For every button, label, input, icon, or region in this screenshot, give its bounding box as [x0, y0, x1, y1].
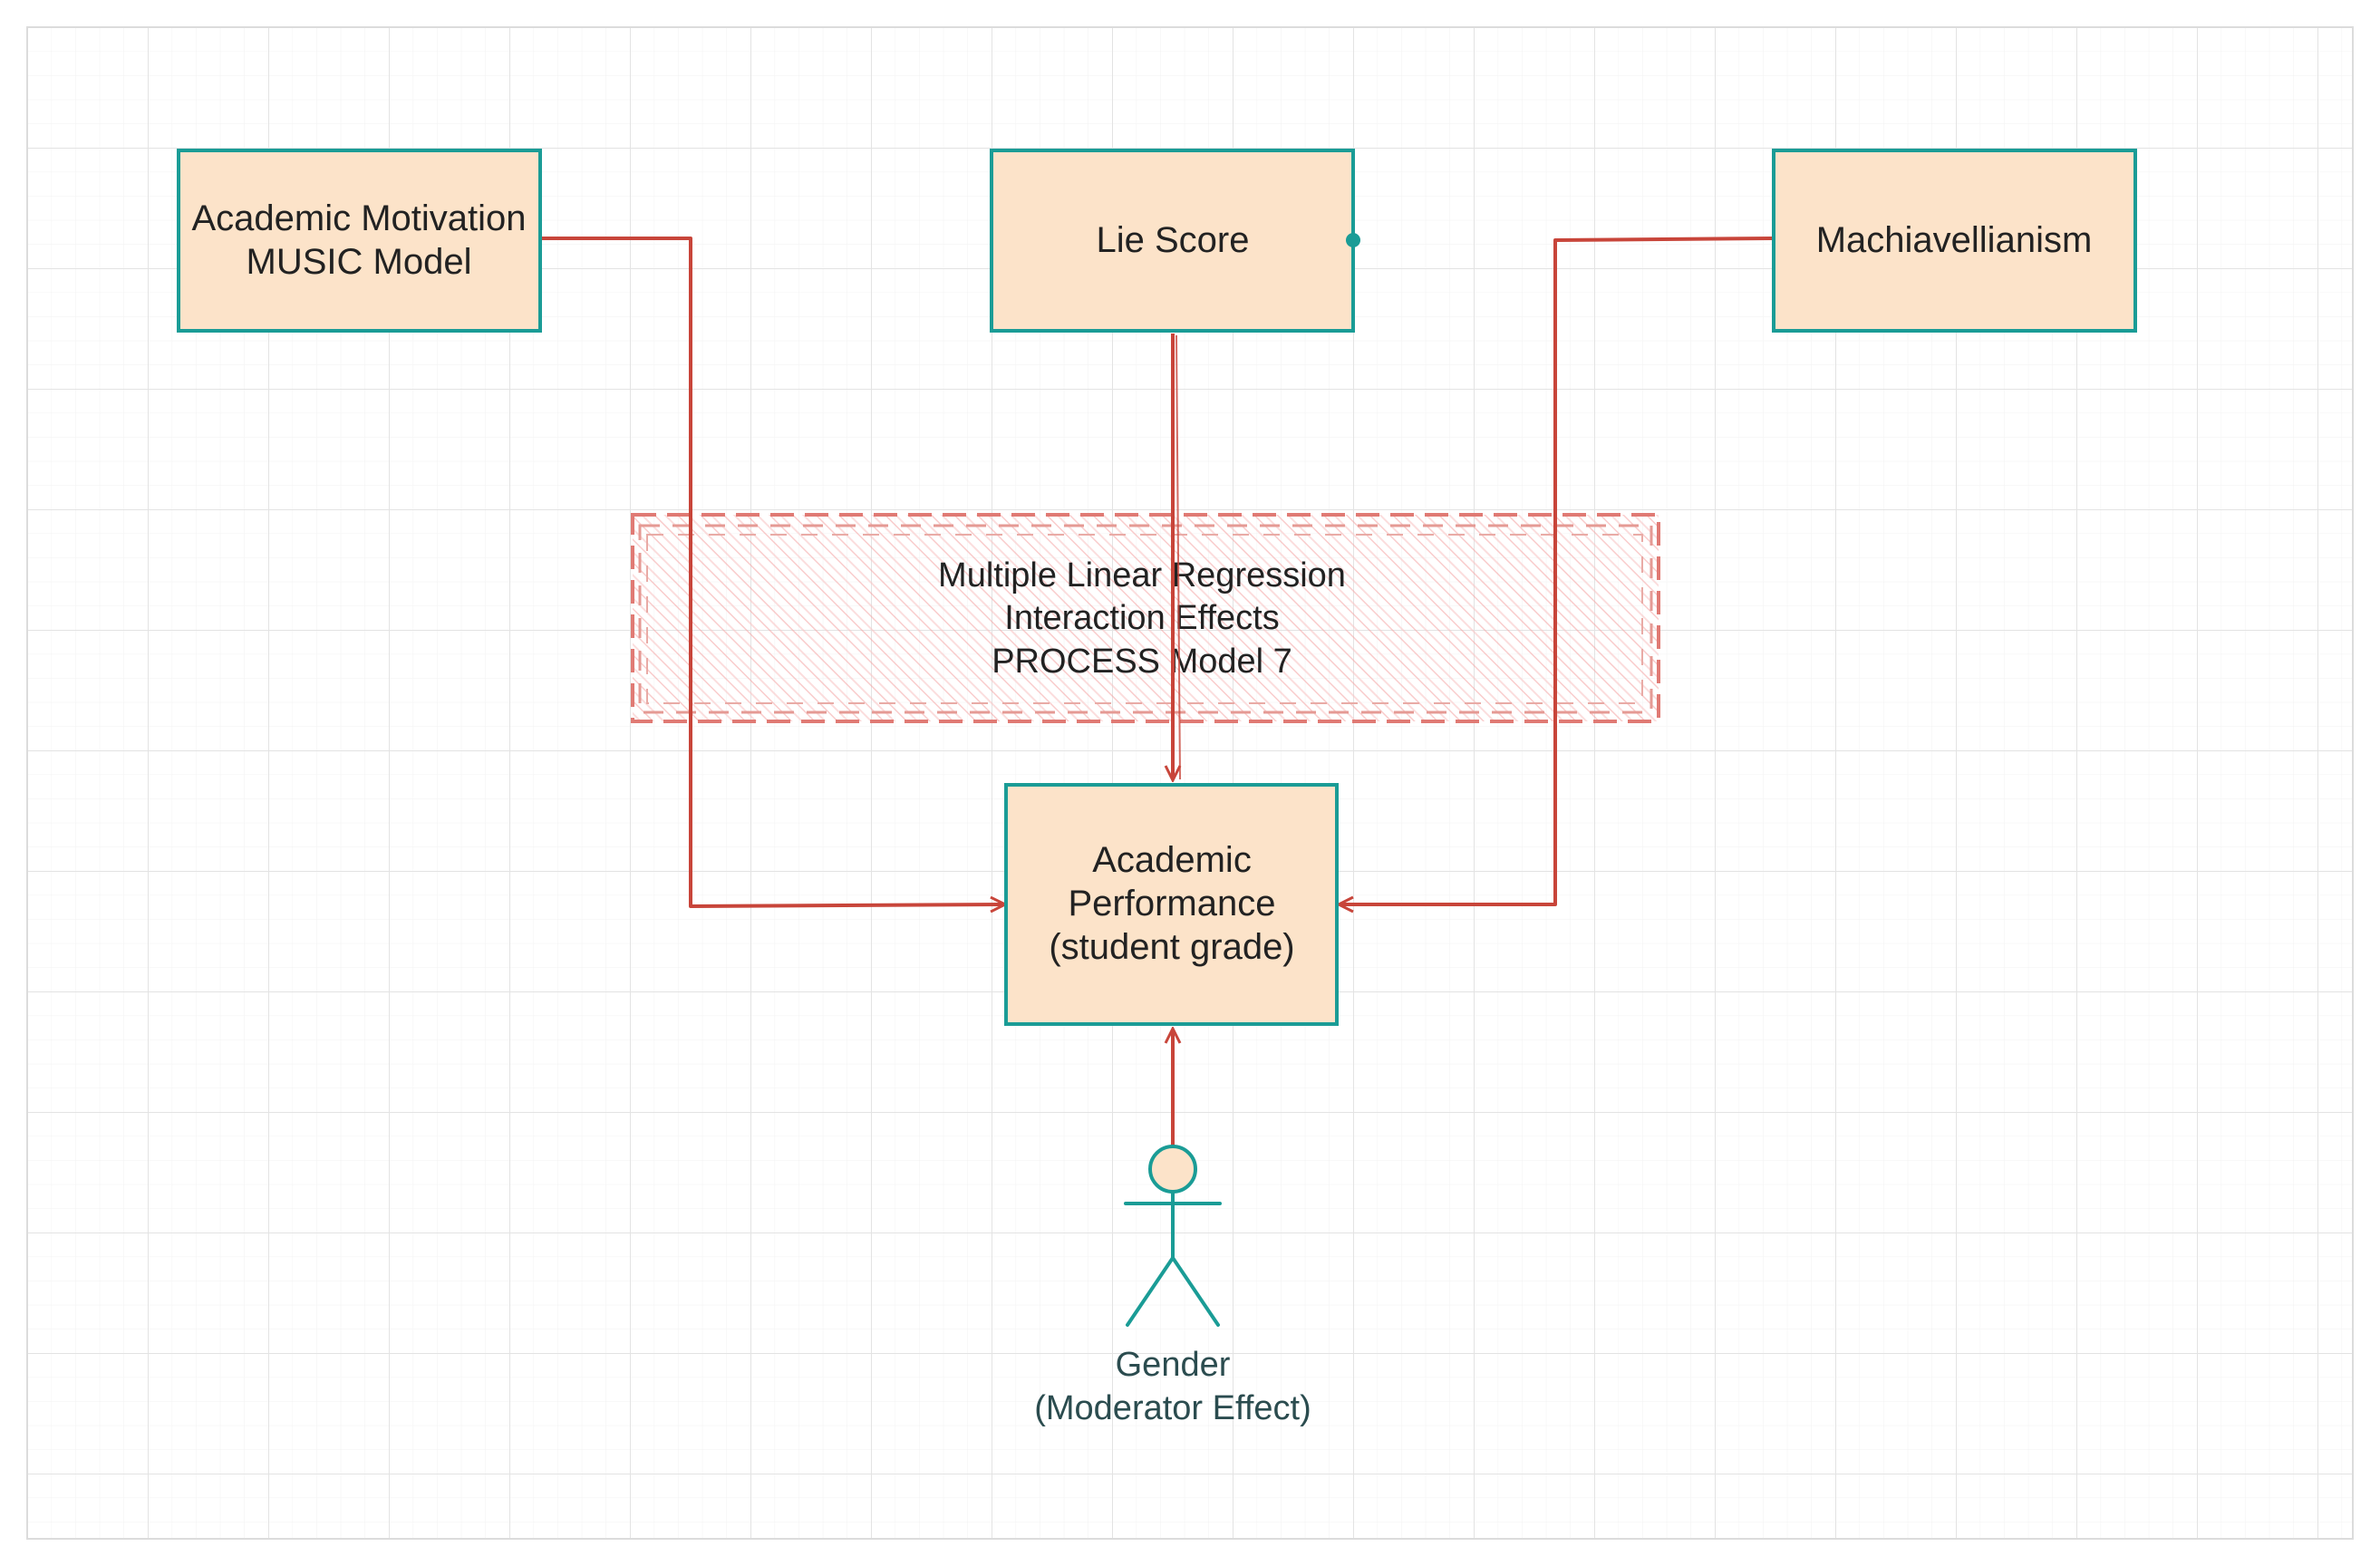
- analysis-line-1: Multiple Linear Regression: [938, 556, 1346, 594]
- node-academic-motivation[interactable]: Academic Motivation MUSIC Model: [177, 149, 542, 333]
- machiavellianism-label: Machiavellianism: [1816, 220, 2093, 260]
- moderator-line-1: Gender: [1116, 1346, 1231, 1384]
- performance-line-3: (student grade): [1049, 927, 1294, 967]
- node-lie-score[interactable]: Lie Score: [990, 149, 1360, 333]
- arrow-machiavellianism-to-performance[interactable]: [1340, 237, 1773, 904]
- connection-point[interactable]: [1346, 233, 1360, 247]
- analysis-region[interactable]: Multiple Linear Regression Interaction E…: [631, 513, 1660, 723]
- motivation-line-1: Academic Motivation: [191, 198, 526, 238]
- lie-score-label: Lie Score: [1097, 220, 1250, 260]
- performance-line-2: Performance: [1069, 884, 1276, 923]
- node-academic-performance[interactable]: Academic Performance (student grade): [1004, 783, 1339, 1026]
- node-machiavellianism[interactable]: Machiavellianism: [1772, 149, 2137, 333]
- actor-gender-moderator[interactable]: Gender (Moderator Effect): [1034, 1145, 1311, 1427]
- actor-icon: [1124, 1145, 1222, 1327]
- performance-line-1: Academic: [1092, 840, 1252, 880]
- analysis-line-3: PROCESS Model 7: [992, 643, 1292, 681]
- motivation-line-2: MUSIC Model: [247, 242, 472, 282]
- connectors: [542, 237, 1773, 1149]
- moderator-line-2: (Moderator Effect): [1034, 1389, 1311, 1427]
- analysis-line-2: Interaction Effects: [1004, 599, 1279, 637]
- arrow-motivation-to-performance[interactable]: [542, 237, 1004, 906]
